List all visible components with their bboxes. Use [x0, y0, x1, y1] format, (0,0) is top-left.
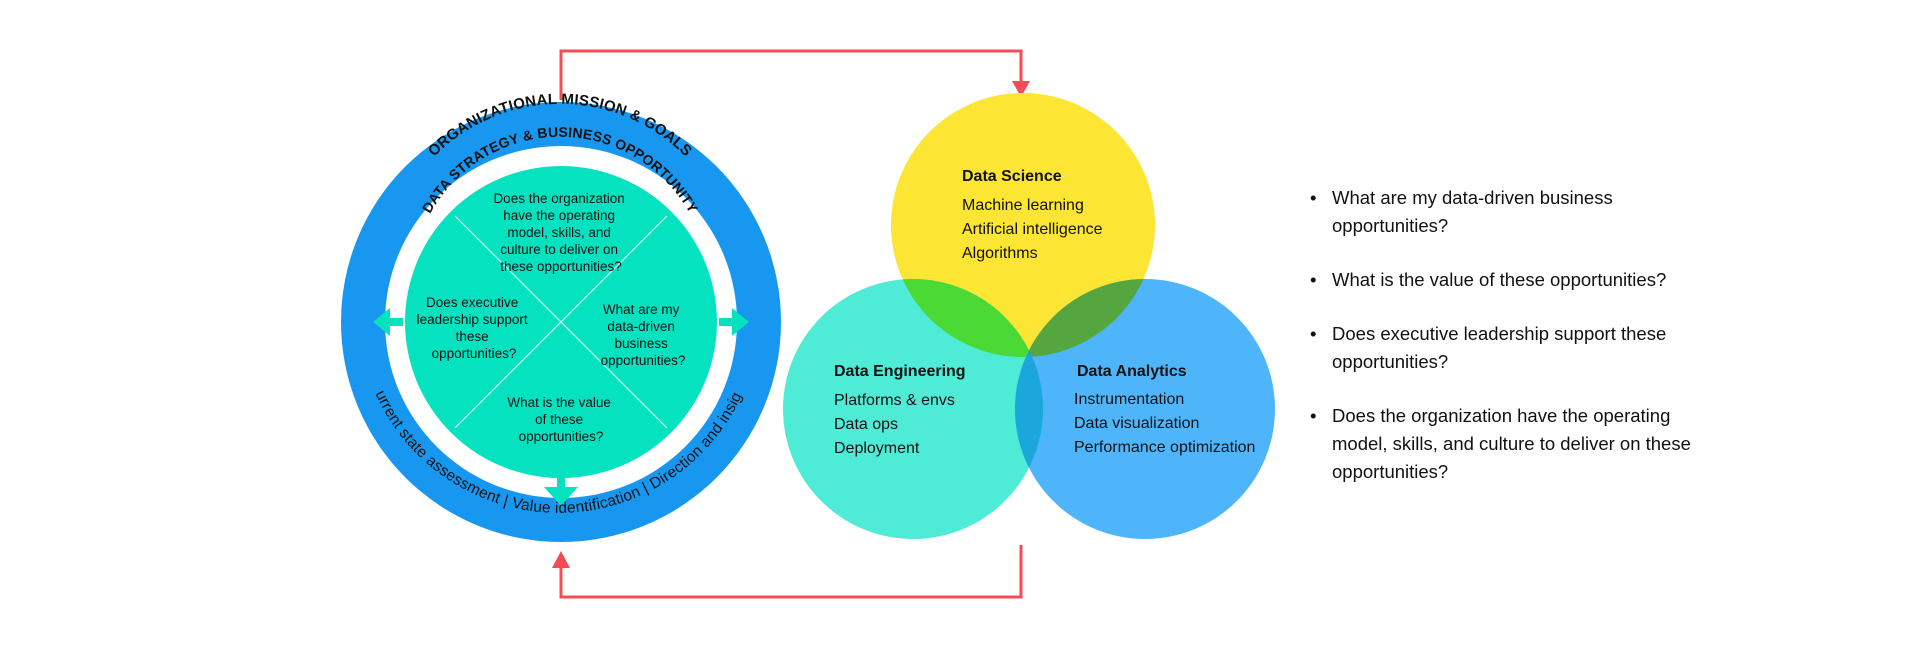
data-analytics-item: Instrumentation	[1074, 391, 1184, 408]
strategy-cycle: ORGANIZATIONAL MISSION & GOALS DATA STRA…	[0, 0, 781, 542]
question-item: What are my data-driven business opportu…	[1310, 184, 1730, 240]
data-engineering-item: Deployment	[834, 440, 920, 457]
quadrant-right-question: What are my data-driven business opportu…	[601, 302, 686, 368]
quadrant-divider	[454, 215, 668, 429]
data-engineering-title: Data Engineering	[834, 363, 966, 380]
science-engineering-overlap	[891, 279, 1043, 357]
bottom-connector-line	[559, 545, 1023, 599]
data-science-item: Artificial intelligence	[962, 221, 1103, 238]
question-item: Does the organization have the operating…	[1310, 402, 1730, 486]
data-engineering-item: Platforms & envs	[834, 392, 955, 409]
bottom-connector-arrowhead	[552, 551, 570, 568]
left-arrow-icon	[373, 308, 403, 336]
science-analytics-overlap	[1015, 279, 1155, 357]
question-item: Does executive leadership support these …	[1310, 320, 1730, 376]
down-arrow-icon	[544, 476, 578, 506]
data-science-item: Machine learning	[962, 197, 1084, 214]
data-disciplines-venn: Data Science Machine learning Artificial…	[783, 93, 1275, 539]
data-analytics-title: Data Analytics	[1077, 363, 1187, 380]
quadrant-top-question: Does the organization have the operating…	[493, 191, 628, 274]
data-analytics-item: Data visualization	[1074, 415, 1199, 432]
quadrant-bottom-question: What is the value of these opportunities…	[507, 395, 614, 444]
question-item: What is the value of these opportunities…	[1310, 266, 1730, 294]
data-science-title: Data Science	[962, 168, 1062, 185]
top-connector-line	[559, 49, 1023, 100]
feedback-loop-arrows	[552, 49, 1030, 599]
right-arrow-icon	[719, 308, 749, 336]
data-engineering-item: Data ops	[834, 416, 898, 433]
data-science-item: Algorithms	[962, 245, 1038, 262]
top-connector-arrowhead	[1012, 81, 1030, 97]
quadrant-left-question: Does executive leadership support these …	[417, 295, 532, 361]
key-questions-list: What are my data-driven business opportu…	[1310, 184, 1730, 512]
data-analytics-item: Performance optimization	[1074, 439, 1255, 456]
